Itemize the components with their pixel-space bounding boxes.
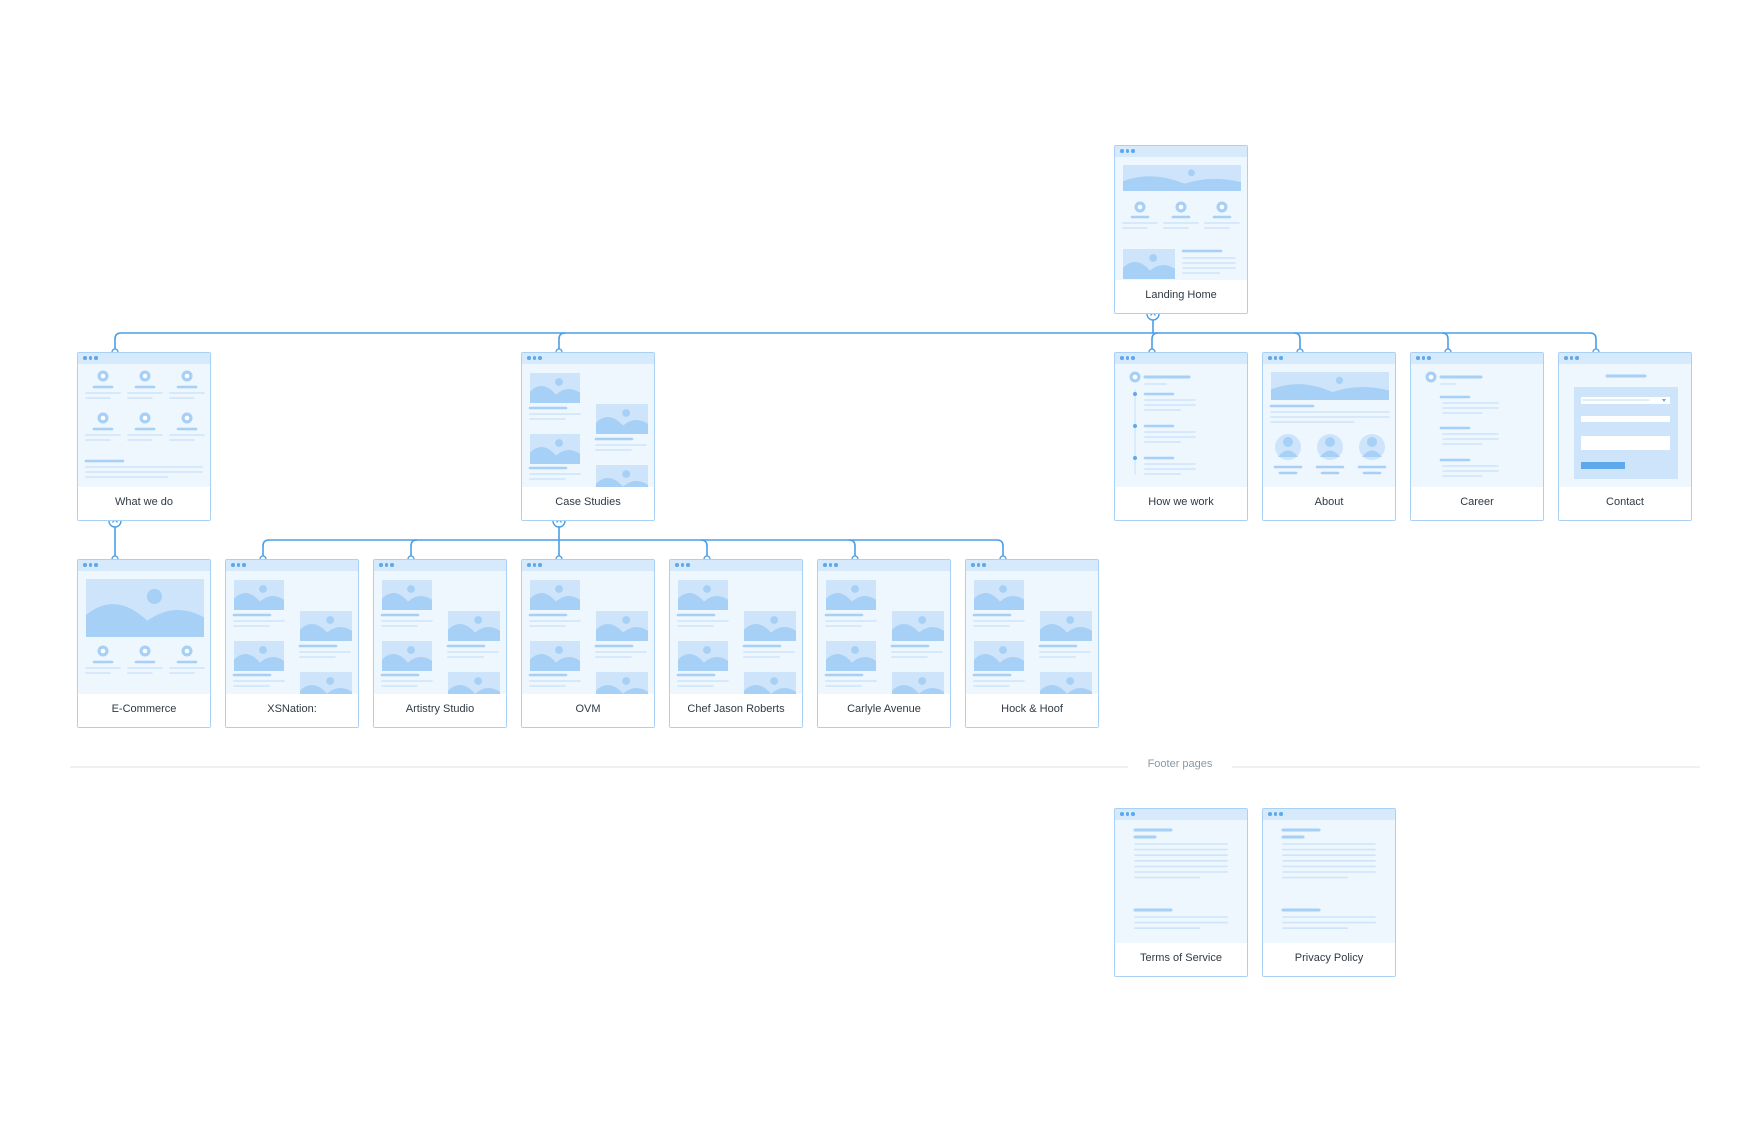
page-label: About: [1263, 487, 1395, 520]
page-card-privacy-policy[interactable]: Privacy Policy: [1262, 808, 1396, 977]
wireframe-thumbnail: [670, 571, 802, 695]
window-dots-icon: [675, 563, 695, 568]
connector-line: [700, 539, 708, 559]
page-card-terms-of-service[interactable]: Terms of Service: [1114, 808, 1248, 977]
page-label: Terms of Service: [1115, 943, 1247, 976]
page-label: XSNation:: [226, 694, 358, 727]
page-card-about[interactable]: About: [1262, 352, 1396, 521]
window-dots-icon: [1120, 356, 1140, 361]
window-dots-icon: [1268, 812, 1288, 817]
page-label: Chef Jason Roberts: [670, 694, 802, 727]
wireframe-thumbnail: [1263, 364, 1395, 488]
window-dots-icon: [1120, 149, 1140, 154]
wireframe-thumbnail: [1115, 364, 1247, 488]
wireframe-thumbnail: [1115, 157, 1247, 281]
page-card-landing-home[interactable]: Landing Home: [1114, 145, 1248, 314]
window-dots-icon: [1564, 356, 1584, 361]
page-card-how-we-work[interactable]: How we work: [1114, 352, 1248, 521]
page-label: OVM: [522, 694, 654, 727]
connector-line: [1151, 332, 1159, 352]
page-card-contact[interactable]: Contact: [1558, 352, 1692, 521]
page-label: Artistry Studio: [374, 694, 506, 727]
page-card-xsnation[interactable]: XSNation:: [225, 559, 359, 728]
page-label: Case Studies: [522, 487, 654, 520]
wireframe-thumbnail: [78, 364, 210, 488]
window-dots-icon: [83, 356, 103, 361]
page-label: How we work: [1115, 487, 1247, 520]
page-label: Carlyle Avenue: [818, 694, 950, 727]
connector-line: [848, 539, 856, 559]
page-label: Landing Home: [1115, 280, 1247, 313]
wireframe-thumbnail: [78, 571, 210, 695]
wireframe-thumbnail: [522, 364, 654, 488]
page-label: Privacy Policy: [1263, 943, 1395, 976]
connector-line: [558, 332, 566, 352]
connector-line: [1589, 332, 1597, 352]
connector-line: [114, 332, 122, 352]
window-dots-icon: [1120, 812, 1140, 817]
wireframe-thumbnail: [966, 571, 1098, 695]
page-card-chef-jason-roberts[interactable]: Chef Jason Roberts: [669, 559, 803, 728]
footer-pages-label: Footer pages: [1147, 758, 1213, 770]
window-dots-icon: [83, 563, 103, 568]
connector-line: [1293, 332, 1301, 352]
page-label: Career: [1411, 487, 1543, 520]
wireframe-thumbnail: [522, 571, 654, 695]
page-card-e-commerce[interactable]: E-Commerce: [77, 559, 211, 728]
page-card-artistry-studio[interactable]: Artistry Studio: [373, 559, 507, 728]
wireframe-thumbnail: [1559, 364, 1691, 488]
wireframe-thumbnail: [374, 571, 506, 695]
window-dots-icon: [527, 356, 547, 361]
wireframe-thumbnail: [818, 571, 950, 695]
window-dots-icon: [379, 563, 399, 568]
window-dots-icon: [231, 563, 251, 568]
window-dots-icon: [1268, 356, 1288, 361]
window-dots-icon: [1416, 356, 1436, 361]
page-card-ovm[interactable]: OVM: [521, 559, 655, 728]
page-label: What we do: [78, 487, 210, 520]
window-dots-icon: [971, 563, 991, 568]
page-card-hock-and-hoof[interactable]: Hock & Hoof: [965, 559, 1099, 728]
window-dots-icon: [527, 563, 547, 568]
wireframe-thumbnail: [1263, 820, 1395, 944]
page-card-what-we-do[interactable]: What we do: [77, 352, 211, 521]
window-dots-icon: [823, 563, 843, 568]
page-card-carlyle-avenue[interactable]: Carlyle Avenue: [817, 559, 951, 728]
connector-line: [410, 539, 418, 559]
page-label: Hock & Hoof: [966, 694, 1098, 727]
page-label: E-Commerce: [78, 694, 210, 727]
page-label: Contact: [1559, 487, 1691, 520]
wireframe-thumbnail: [1411, 364, 1543, 488]
page-card-case-studies[interactable]: Case Studies: [521, 352, 655, 521]
page-card-career[interactable]: Career: [1410, 352, 1544, 521]
connector-line: [996, 539, 1004, 559]
connector-line: [262, 539, 270, 559]
connector-line: [1441, 332, 1449, 352]
wireframe-thumbnail: [1115, 820, 1247, 944]
wireframe-thumbnail: [226, 571, 358, 695]
